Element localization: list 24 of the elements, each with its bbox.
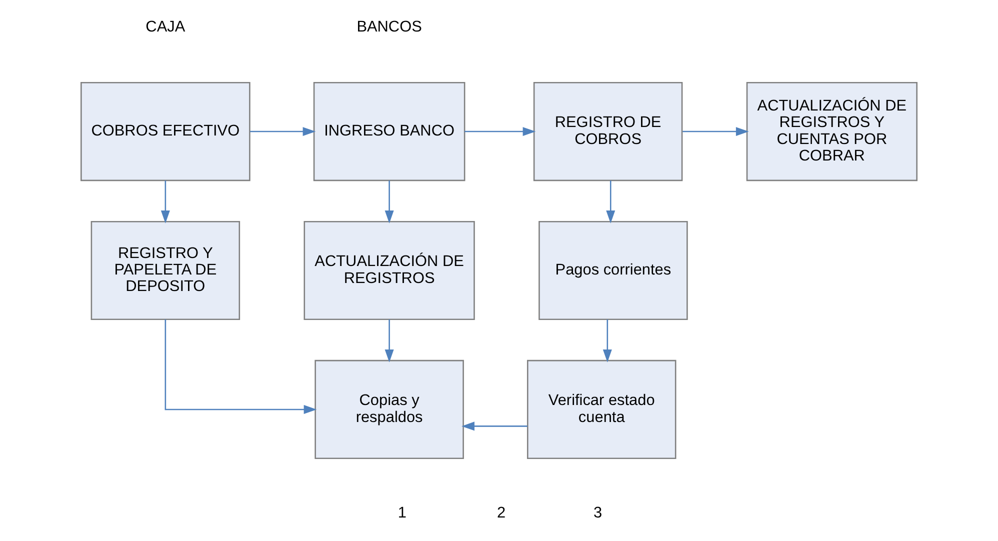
label: 1 (398, 504, 406, 522)
arrow (384, 320, 394, 362)
arrow (164, 320, 317, 414)
node-box: ACTUALIZACIÓN DE REGISTROS Y CUENTAS POR COBRAR (746, 82, 918, 182)
label: BANCOS (356, 18, 422, 36)
arrow (464, 127, 536, 136)
node-box: INGRESO BANCO (313, 82, 466, 182)
label: CAJA (146, 18, 186, 36)
node-box: ACTUALIZACIÓN DE REGISTROS (304, 220, 475, 320)
node-box: Pagos corrientes (538, 220, 688, 320)
node-box: REGISTRO DE COBROS (533, 82, 683, 182)
label: 3 (593, 504, 602, 522)
node-box: COBROS EFECTIVO (80, 82, 250, 182)
node-box: Verificar estado cuenta (526, 360, 676, 459)
label: 2 (496, 504, 506, 522)
arrow (682, 127, 749, 136)
node-box: Copias y respaldos (314, 360, 464, 459)
arrow (250, 127, 316, 136)
arrow (462, 422, 528, 431)
arrow (606, 180, 616, 224)
node-box: REGISTRO Y PAPELETA DE DEPOSITO (90, 220, 240, 320)
arrow (602, 320, 612, 362)
arrow (160, 180, 170, 224)
arrow (384, 180, 394, 224)
